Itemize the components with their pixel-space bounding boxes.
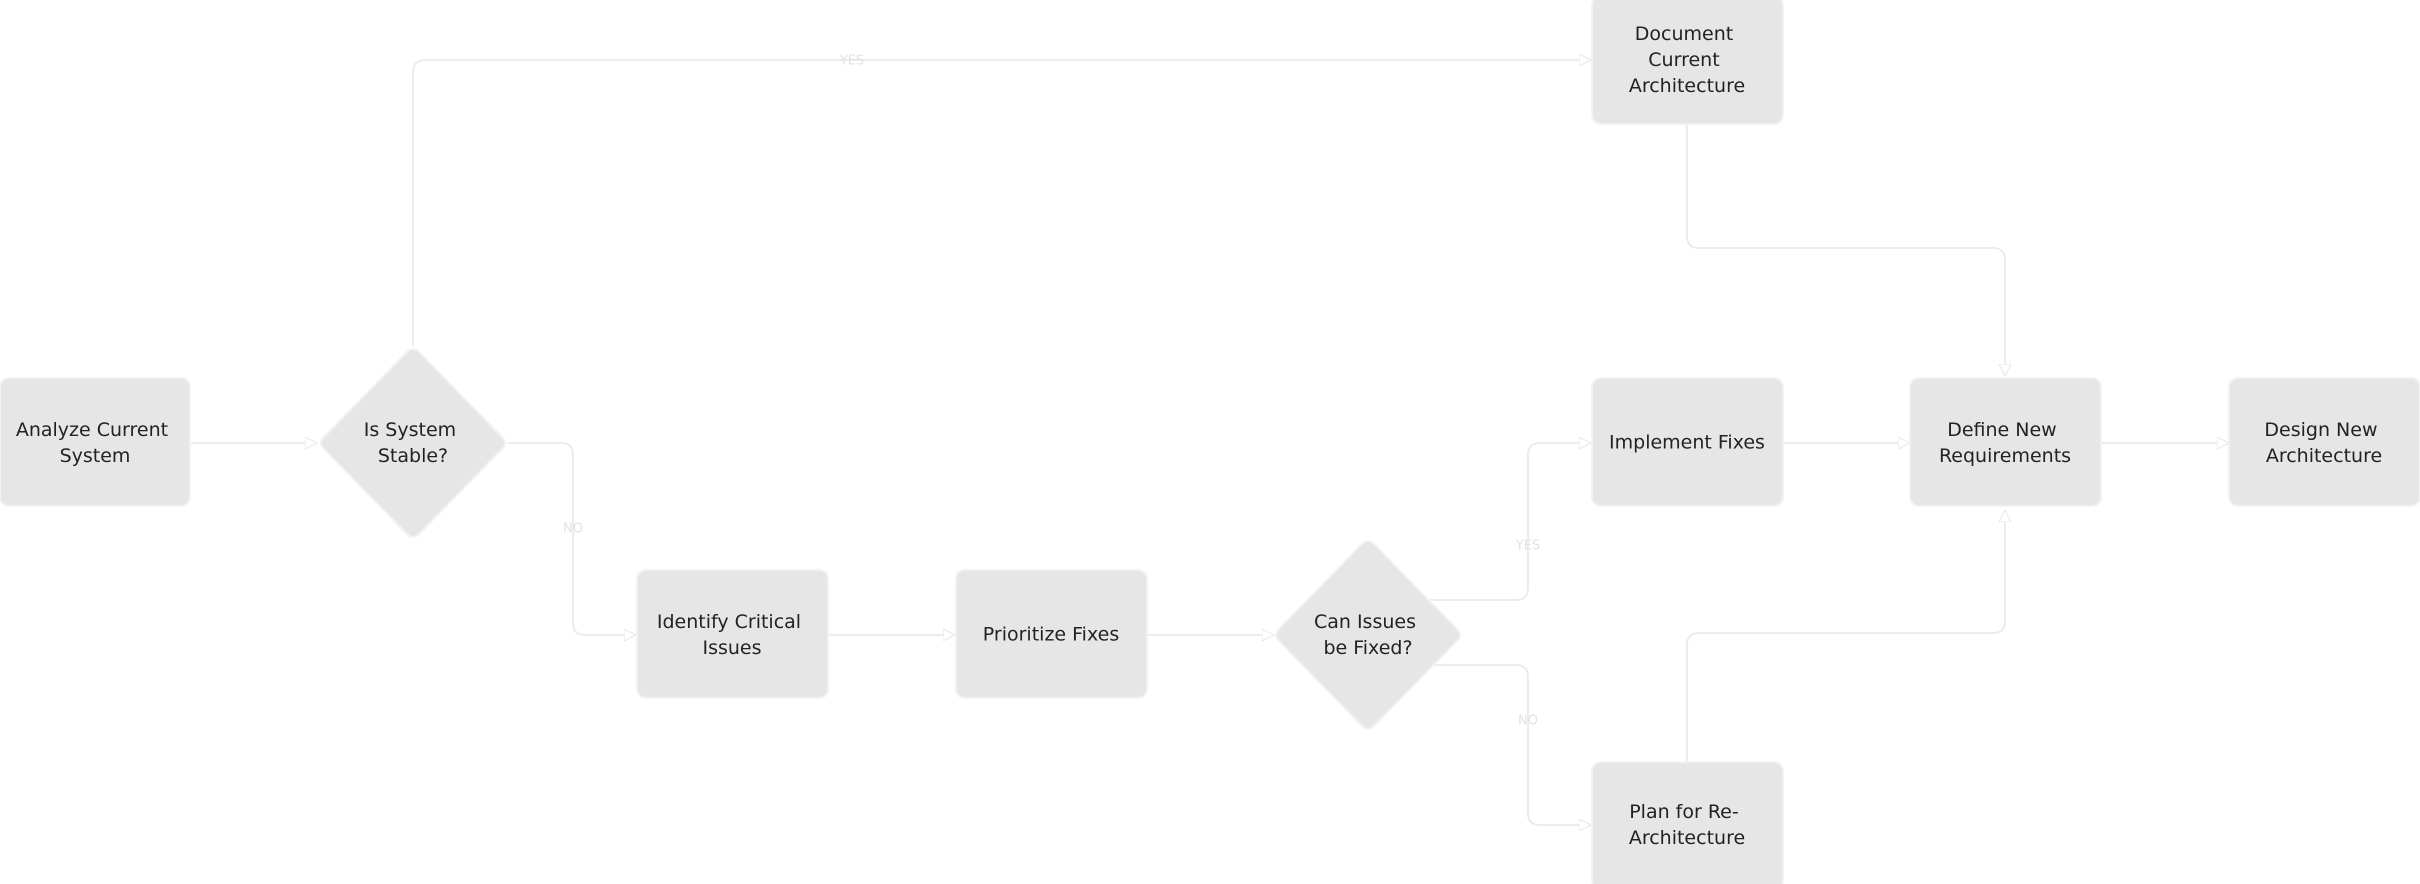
process-box <box>1591 377 1784 507</box>
node-label: Prioritize Fixes <box>983 624 1119 646</box>
edge-path <box>1686 124 2005 375</box>
node-label: Implement Fixes <box>1609 432 1765 454</box>
node-label-line: Architecture <box>1629 827 1745 849</box>
node-label-line: Stable? <box>378 445 448 467</box>
node-label-line: System <box>60 445 131 467</box>
process-box <box>1591 761 1784 884</box>
edges-layer: YES NO YES NO <box>190 54 2228 826</box>
edge-path <box>1430 664 1590 825</box>
svg-text:Identify Critical Issu: Identify Critical Issues <box>657 611 807 659</box>
node-label-line: Issues <box>702 637 761 659</box>
edge-stable-to-document: YES <box>412 54 1590 346</box>
edge-path <box>412 60 1590 346</box>
edge-plan-to-define <box>1686 511 2005 762</box>
decision-diamond <box>1275 540 1461 730</box>
svg-text:Design New Architectur: Design New Architecture <box>2264 419 2383 467</box>
edge-label-no: NO <box>1518 714 1538 729</box>
node-document-current-architecture[interactable]: Document Current Architecture <box>1591 0 1784 125</box>
edge-path <box>1430 443 1590 601</box>
node-implement-fixes[interactable]: Implement Fixes <box>1591 377 1784 507</box>
node-label-line: Analyze Current <box>16 419 168 441</box>
edge-label-no: NO <box>563 522 583 537</box>
edge-document-to-define <box>1686 124 2005 375</box>
node-label-line: be Fixed? <box>1323 637 1412 659</box>
edge-stable-to-identify: NO <box>508 442 635 635</box>
edge-canfix-to-implement: YES <box>1430 443 1590 601</box>
process-box <box>636 569 829 699</box>
node-label-line: Requirements <box>1939 445 2071 467</box>
node-analyze-current-system[interactable]: Analyze Current System <box>0 377 191 507</box>
edge-canfix-to-plan: NO <box>1430 664 1590 825</box>
node-identify-critical-issues[interactable]: Identify Critical Issues <box>636 569 829 699</box>
edge-path <box>1686 511 2005 762</box>
node-plan-for-re-architecture[interactable]: Plan for Re- Architecture <box>1591 761 1784 884</box>
node-label-line: Plan for Re- <box>1629 801 1739 823</box>
process-box <box>2228 377 2420 507</box>
svg-text:Analyze Current System: Analyze Current System <box>16 419 174 467</box>
svg-text:Document Current: Document Current Architecture <box>1629 23 1745 97</box>
node-label-line: Current <box>1648 49 1719 71</box>
node-design-new-architecture[interactable]: Design New Architecture <box>2228 377 2420 507</box>
svg-text:Is System Stable?: Is System Stable? <box>364 419 462 467</box>
edge-label-yes: YES <box>839 54 864 69</box>
edge-label-yes: YES <box>1515 539 1540 554</box>
edge-path <box>508 442 635 635</box>
node-label-line: Architecture <box>2266 445 2382 467</box>
node-label-line: Document <box>1635 23 1733 45</box>
node-label-line: Design New <box>2264 419 2377 441</box>
decision-diamond <box>320 348 506 538</box>
svg-text:Plan for Re- Architect: Plan for Re- Architecture <box>1629 801 1745 849</box>
process-box <box>955 569 1148 699</box>
process-box <box>1591 0 1784 125</box>
node-label-line: Is System <box>364 419 456 441</box>
svg-text:Define New Requirement: Define New Requirements <box>1939 419 2071 467</box>
process-box <box>0 377 191 507</box>
node-label-line: Define New <box>1947 419 2057 441</box>
decision-is-system-stable[interactable]: Is System Stable? <box>320 348 506 538</box>
process-box <box>1909 377 2102 507</box>
svg-text:Can Issues be Fixed?: Can Issues be Fixed? <box>1314 611 1422 659</box>
node-label-line: Identify Critical <box>657 611 801 633</box>
decision-can-issues-be-fixed[interactable]: Can Issues be Fixed? <box>1275 540 1461 730</box>
node-prioritize-fixes[interactable]: Prioritize Fixes <box>955 569 1148 699</box>
node-define-new-requirements[interactable]: Define New Requirements <box>1909 377 2102 507</box>
node-label-line: Architecture <box>1629 75 1745 97</box>
node-label-line: Can Issues <box>1314 611 1416 633</box>
